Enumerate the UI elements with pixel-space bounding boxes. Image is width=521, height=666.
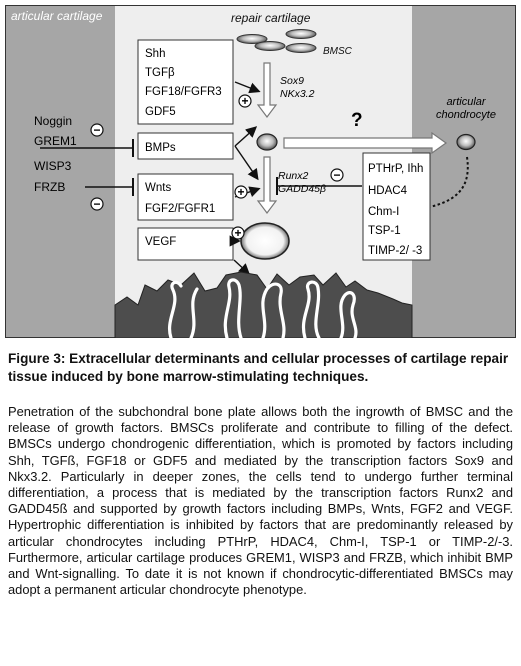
minus-symbol xyxy=(90,197,104,211)
articular-chondrocyte-label-2: chondrocyte xyxy=(436,109,496,121)
phenotype-arrow xyxy=(283,131,448,155)
minus-symbol xyxy=(90,123,104,137)
bmsc-cells xyxy=(236,29,317,53)
chondrogenic-cell xyxy=(256,133,278,151)
plus-symbol: + xyxy=(231,226,245,240)
factor-vegf: VEGF xyxy=(145,236,176,248)
tf-runx2: Runx2 xyxy=(278,170,309,182)
factor-fgf18: FGF18/FGFR3 xyxy=(145,86,222,98)
tf-nkx32: NKx3.2 xyxy=(280,88,315,100)
inhibitor-wisp3: WISP3 xyxy=(34,159,72,173)
wnts-box xyxy=(137,173,234,221)
tf-gadd45b: GADD45β xyxy=(278,183,326,195)
chondrogenic-factors-box xyxy=(137,39,234,125)
factor-shh: Shh xyxy=(145,48,165,60)
differentiation-arrow-lower xyxy=(256,156,278,214)
minus-symbol xyxy=(330,168,344,182)
svg-text:−: − xyxy=(93,123,100,137)
factor-gdf5: GDF5 xyxy=(145,106,176,118)
inhibitor-noggin: Noggin xyxy=(34,114,72,128)
inhibitor-frzb: FRZB xyxy=(34,180,65,194)
inhibitor-grem1: GREM1 xyxy=(34,134,77,148)
factor-tgfb: TGFβ xyxy=(145,67,175,79)
dotted-release-arrow xyxy=(424,156,469,209)
factor-fgf2: FGF2/FGFR1 xyxy=(145,203,215,215)
svg-text:+: + xyxy=(237,185,244,199)
figure-description: Penetration of the subchondral bone plat… xyxy=(8,404,513,598)
cartilage-repair-diagram: articular cartilage repair cartilage BMS… xyxy=(5,5,516,338)
figure-caption: Figure 3: Extracellular determinants and… xyxy=(8,351,509,384)
svg-text:+: + xyxy=(234,226,241,240)
inhibitor-chm1: Chm-I xyxy=(368,206,399,218)
factor-bmps: BMPs xyxy=(145,142,176,154)
bone-marrow-channels xyxy=(168,278,358,338)
svg-text:+: + xyxy=(241,94,248,108)
inhibitor-timp: TIMP-2/ -3 xyxy=(368,245,422,257)
svg-text:−: − xyxy=(93,197,100,211)
bmps-box xyxy=(137,132,234,160)
plus-symbol: + xyxy=(234,185,248,199)
hypertrophy-inhibitors-box xyxy=(362,152,431,261)
plus-symbol: + xyxy=(238,94,252,108)
articular-cartilage-label: articular cartilage xyxy=(11,9,103,23)
articular-chondrocyte-label-1: articular xyxy=(446,96,486,108)
svg-text:−: − xyxy=(333,168,340,182)
factor-wnts: Wnts xyxy=(145,182,171,194)
inhibitor-pthrp: PTHrP, Ihh xyxy=(368,163,423,175)
differentiation-arrow-upper xyxy=(256,62,278,118)
articular-chondrocyte-cell xyxy=(456,133,476,151)
repair-cartilage-label: repair cartilage xyxy=(231,11,311,25)
hypertrophic-cell xyxy=(240,222,290,260)
vegf-box xyxy=(137,227,234,261)
inhibitor-tsp1: TSP-1 xyxy=(368,225,401,237)
bmsc-label: BMSC xyxy=(323,46,353,57)
tf-sox9: Sox9 xyxy=(280,75,304,87)
inhibitor-hdac4: HDAC4 xyxy=(368,185,408,197)
unknown-question-mark: ? xyxy=(351,110,363,131)
